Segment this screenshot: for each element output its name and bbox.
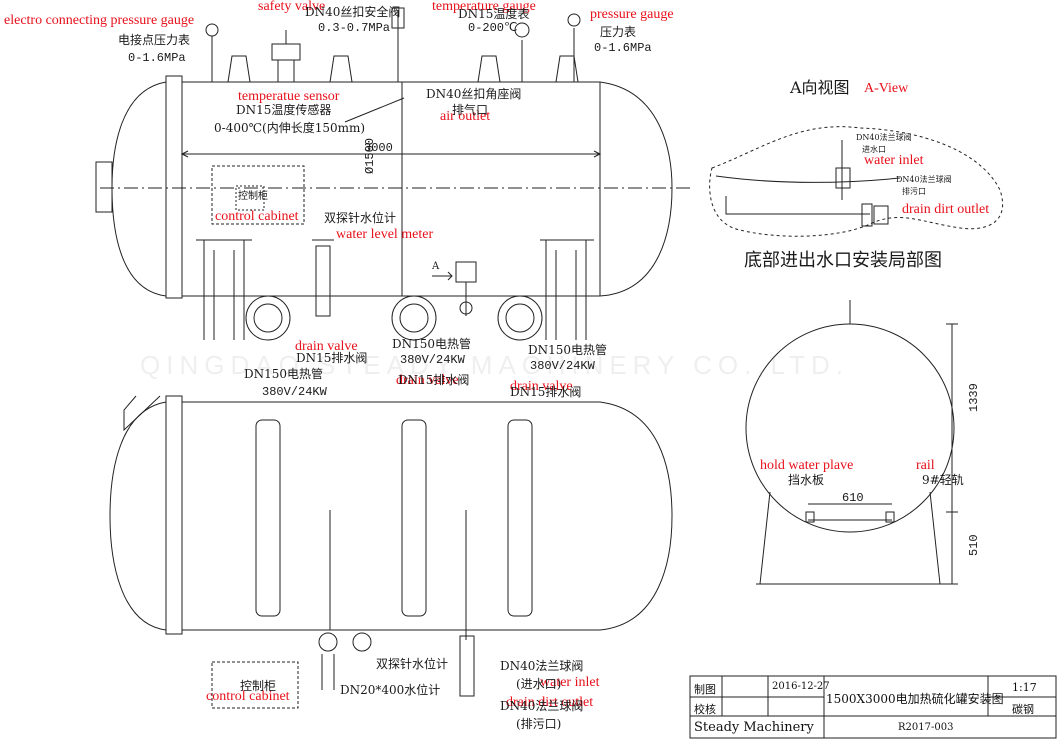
tb-date: 2016-12-27 xyxy=(772,681,830,692)
label-water-inlet-a: water inlet xyxy=(864,153,924,168)
cn-drain-valve: DN15排水阀 xyxy=(296,351,368,365)
cn-inlet: 进水口 xyxy=(862,145,886,154)
label-drain-valve-1: drain valve xyxy=(295,339,358,354)
cn-heater-1: DN150电热管 xyxy=(244,367,324,381)
cn-heater-1-spec: 380V/24KW xyxy=(262,385,327,399)
cn-drain-valve-3: DN15排水阀 xyxy=(510,385,582,399)
label-rail: rail xyxy=(916,458,935,473)
label-safety-valve: safety valve xyxy=(258,0,326,14)
cn-electro-pressure-range: 0-1.6MPa xyxy=(128,51,186,65)
watermark: QINGDAO STEADY MACHINERY CO.,LTD. xyxy=(140,350,849,380)
tb-company: Steady Machinery xyxy=(694,720,814,735)
cn-heater-3-spec: 380V/24KW xyxy=(530,359,595,373)
dim-diameter: Ø1500 xyxy=(363,137,377,174)
label-drain-dirt-outlet-a: drain dirt outlet xyxy=(902,202,990,217)
label-water-level-meter: water level meter xyxy=(336,227,434,242)
cn-level-gauge-2: 双探针水位计 xyxy=(376,657,449,671)
tb-material: 碳钢 xyxy=(1012,703,1034,716)
cn-inlet-2: (进水口) xyxy=(516,677,562,691)
tb-title: 1500X3000电加热硫化罐安装图 xyxy=(826,692,1004,706)
label-temp-gauge: temperature gauge xyxy=(432,0,536,14)
arrow-a: A xyxy=(432,261,440,272)
cn-temp-gauge-range: 0-200℃ xyxy=(468,21,518,35)
cn-level-gauge-spec: DN20*400水位计 xyxy=(340,683,441,697)
dim-1339: 1339 xyxy=(967,383,981,412)
label-control-cabinet-bottom: control cabinet xyxy=(206,689,290,704)
cn-detail-title: 底部进出水口安装局部图 xyxy=(744,250,942,271)
top-vessel xyxy=(95,7,690,341)
cn-drain-valve-2: DN15排水阀 xyxy=(398,373,470,387)
cn-rail: 9#轻轨 xyxy=(922,473,964,487)
end-view xyxy=(745,300,958,585)
cn-baffle: 挡水板 xyxy=(788,473,825,487)
cn-electro-pressure: 电接点压力表 xyxy=(118,33,191,47)
cn-pressure-gauge: 压力表 xyxy=(600,25,637,39)
a-view-detail xyxy=(709,126,1004,237)
cn-flange-valve: DN40法兰球阀 xyxy=(500,659,584,673)
title-block-lines xyxy=(689,675,1057,739)
cn-heater-3: DN150电热管 xyxy=(528,343,608,357)
cn-a-view: A向视图 xyxy=(790,78,850,97)
cn-temp-gauge: DN15温度表 xyxy=(458,7,530,21)
cn-flange-valve-2: DN40法兰球阀 xyxy=(500,699,584,713)
tb-check-label: 校核 xyxy=(694,703,716,716)
cn-control-box-2: 控制柜 xyxy=(240,679,277,693)
cn-outlet-flange: DN40法兰球阀 xyxy=(896,175,952,184)
dim-length: 3000 xyxy=(364,141,393,155)
cn-safety-valve-range: 0.3-0.7MPa xyxy=(318,21,391,35)
dim-610: 610 xyxy=(842,491,864,505)
tb-drawn-label: 制图 xyxy=(694,683,716,696)
cn-level-gauge: 双探针水位计 xyxy=(324,211,397,225)
cn-inlet-flange: DN40法兰球阀 xyxy=(856,133,912,142)
cn-exhaust: 排气口 xyxy=(452,103,489,117)
cn-control-box: 控制柜 xyxy=(238,191,268,202)
label-a-view: A-View xyxy=(864,81,909,96)
cn-pressure-gauge-range: 0-1.6MPa xyxy=(594,41,652,55)
dim-510: 510 xyxy=(967,534,981,556)
label-drain-valve-3: drain valve xyxy=(510,379,573,394)
tb-scale: 1:17 xyxy=(1012,681,1037,694)
cn-outlet: 排污口 xyxy=(902,187,926,196)
cn-outlet-2: (排污口) xyxy=(516,717,562,731)
label-temp-sensor: temperatue sensor xyxy=(238,89,340,104)
label-water-inlet-b: water inlet xyxy=(540,675,600,690)
label-drain-dirt-outlet-b: drain dirt outlet xyxy=(506,695,594,710)
bottom-vessel xyxy=(109,395,673,709)
cn-temp-sensor: DN15温度传感器 xyxy=(236,103,332,117)
label-pressure-gauge: pressure gauge xyxy=(590,7,674,22)
cn-heater-2-spec: 380V/24KW xyxy=(400,353,465,367)
cn-temp-sensor-range: 0-400℃(内伸长度150mm) xyxy=(214,121,366,135)
cn-heater-2: DN150电热管 xyxy=(392,337,472,351)
label-air-outlet: air outlet xyxy=(440,109,491,124)
tb-drawing-no: R2017-003 xyxy=(898,722,954,733)
cn-safety-valve: DN40丝扣安全阀 xyxy=(305,5,401,19)
label-electro-pressure: electro connecting pressure gauge xyxy=(4,13,195,28)
label-hold-water-plave: hold water plave xyxy=(760,458,854,473)
label-control-cabinet-top: control cabinet xyxy=(215,209,299,224)
label-drain-valve-2: drain valve xyxy=(396,373,459,388)
cn-angle-valve: DN40丝扣角座阀 xyxy=(426,87,522,101)
